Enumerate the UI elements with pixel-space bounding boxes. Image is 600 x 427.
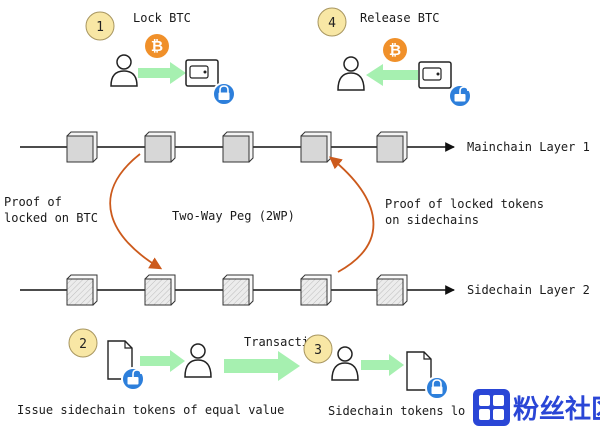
peg-up-arrow (329, 156, 375, 273)
bitcoin-symbol: ₿ (151, 37, 163, 55)
step-1-number: 1 (96, 20, 104, 35)
lock-closed-icon (425, 376, 449, 400)
peg-left-label-line2: locked on BTC (4, 211, 98, 225)
transfer-arrow (140, 350, 185, 372)
wallet-icon (185, 59, 219, 87)
transfer-arrow (361, 354, 404, 376)
step-3-badge (303, 334, 333, 364)
sidechain-block (300, 274, 332, 306)
step-2-group: 2 Issue sidechain tokens of equal value (17, 328, 284, 417)
step-1-label: Lock BTC (133, 11, 191, 25)
lock-open-icon (448, 84, 472, 108)
peg-center-label: Two-Way Peg (2WP) (172, 209, 295, 223)
bitcoin-icon: ₿ (145, 34, 169, 58)
document-icon (406, 351, 432, 391)
mainchain-block (300, 131, 332, 163)
step-2-badge (68, 328, 98, 358)
transaction-arrow (224, 351, 300, 381)
step-3-label: Sidechain tokens lo (328, 404, 465, 418)
sidechain-block (222, 274, 254, 306)
wallet-icon (418, 61, 452, 89)
sidechain-block (144, 274, 176, 306)
peg-left-label-line1: Proof of (4, 195, 62, 209)
user-icon (110, 54, 138, 87)
step-2-number: 2 (79, 337, 87, 352)
step-1-badge (85, 11, 115, 41)
lock-open-icon (121, 367, 145, 391)
mainchain: Mainchain Layer 1 (20, 131, 590, 163)
sidechain-block (376, 274, 408, 306)
sidechain-block (66, 274, 98, 306)
transfer-arrow (138, 62, 186, 84)
sidechain-label: Sidechain Layer 2 (467, 283, 590, 297)
mainchain-block (66, 131, 98, 163)
bitcoin-icon: ₿ (383, 38, 407, 62)
user-icon (184, 343, 212, 378)
transaction-label: Transaction (244, 335, 323, 349)
mainchain-block (144, 131, 176, 163)
step-3-group: 3 Sidechain tokens lo (303, 334, 465, 418)
step-4-badge (317, 7, 347, 37)
peg-right-label-line2: on sidechains (385, 213, 479, 227)
watermark: 粉丝社区 (473, 389, 600, 426)
peg-down-arrow (109, 153, 163, 270)
bitcoin-symbol: ₿ (389, 41, 401, 59)
step-4-label: Release BTC (360, 11, 439, 25)
user-icon (337, 56, 365, 91)
release-arrow (366, 64, 418, 86)
mainchain-block (222, 131, 254, 163)
step-4-group: 4 Release BTC ₿ (317, 7, 472, 108)
lock-closed-icon (212, 82, 236, 106)
peg-right-label-line1: Proof of locked tokens (385, 197, 544, 211)
step-4-number: 4 (328, 16, 336, 31)
mainchain-block (376, 131, 408, 163)
watermark-logo-icon (473, 389, 510, 426)
mainchain-label: Mainchain Layer 1 (467, 140, 590, 154)
step-1-group: 1 Lock BTC ₿ (85, 11, 236, 106)
user-icon (331, 346, 359, 381)
step-3-number: 3 (314, 343, 322, 358)
step-2-label: Issue sidechain tokens of equal value (17, 403, 284, 417)
watermark-text: 粉丝社区 (513, 394, 600, 425)
sidechain: Sidechain Layer 2 (20, 274, 590, 306)
